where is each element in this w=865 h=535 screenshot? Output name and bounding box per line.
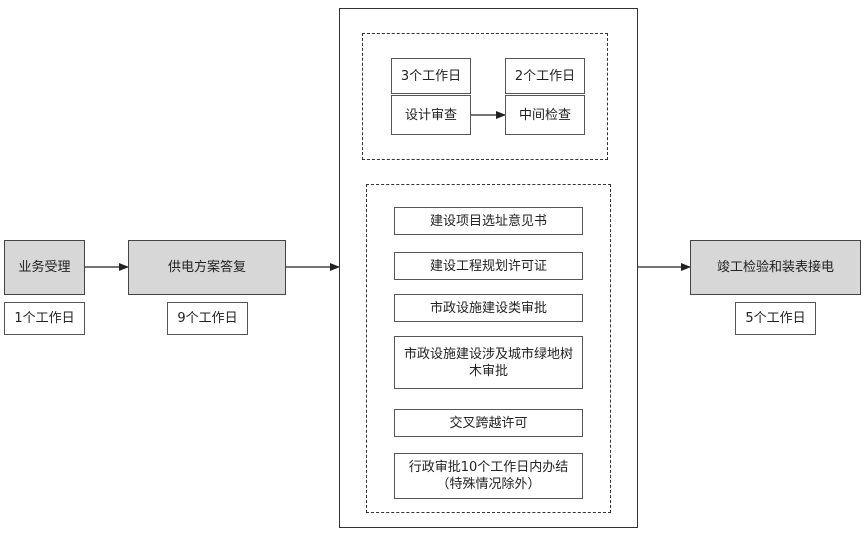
intermediate-inspection-label: 中间检查: [518, 107, 571, 123]
step-business-acceptance-duration: 1个工作日: [4, 302, 85, 335]
step-business-acceptance-days: 1个工作日: [14, 311, 75, 326]
step-power-supply-reply-label: 供电方案答复: [167, 260, 246, 275]
step-power-supply-reply-days: 9个工作日: [177, 311, 238, 326]
step-completion-inspection-duration: 5个工作日: [735, 302, 816, 335]
step-business-acceptance: 业务受理: [4, 240, 85, 295]
approval-planning-permit-label: 建设工程规划许可证: [429, 258, 547, 274]
design-review-duration: 3个工作日: [391, 58, 471, 94]
approval-deadline-note-label: 行政审批10个工作日内办结（特殊情况除外）: [408, 460, 569, 492]
approval-site-selection: 建设项目选址意见书: [394, 207, 583, 235]
middle-stage-container: [339, 8, 638, 528]
administrative-approvals-group: [366, 184, 611, 513]
approval-site-selection-label: 建设项目选址意见书: [429, 213, 547, 229]
design-review-box: 设计审查: [391, 95, 471, 135]
step-power-supply-reply-duration: 9个工作日: [167, 302, 248, 335]
approval-municipal-facilities-label: 市政设施建设类审批: [429, 300, 547, 316]
step-business-acceptance-label: 业务受理: [18, 260, 71, 275]
step-completion-inspection-label: 竣工检验和装表接电: [716, 260, 834, 275]
intermediate-inspection-days: 2个工作日: [514, 68, 576, 84]
design-review-group: [362, 33, 608, 160]
step-power-supply-reply: 供电方案答复: [128, 240, 286, 295]
approval-deadline-note: 行政审批10个工作日内办结（特殊情况除外）: [394, 453, 583, 499]
step-completion-inspection-days: 5个工作日: [745, 311, 806, 326]
approval-municipal-facilities: 市政设施建设类审批: [394, 294, 583, 322]
intermediate-inspection-duration: 2个工作日: [505, 58, 585, 94]
design-review-label: 设计审查: [404, 107, 457, 123]
design-review-days: 3个工作日: [400, 68, 462, 84]
approval-crossing-permit: 交叉跨越许可: [394, 409, 583, 437]
intermediate-inspection-box: 中间检查: [505, 95, 585, 135]
approval-green-space-trees: 市政设施建设涉及城市绿地树木审批: [394, 336, 583, 389]
approval-planning-permit: 建设工程规划许可证: [394, 252, 583, 280]
approval-crossing-permit-label: 交叉跨越许可: [449, 415, 528, 431]
approval-green-space-trees-label: 市政设施建设涉及城市绿地树木审批: [403, 346, 573, 379]
step-completion-inspection: 竣工检验和装表接电: [690, 240, 861, 295]
